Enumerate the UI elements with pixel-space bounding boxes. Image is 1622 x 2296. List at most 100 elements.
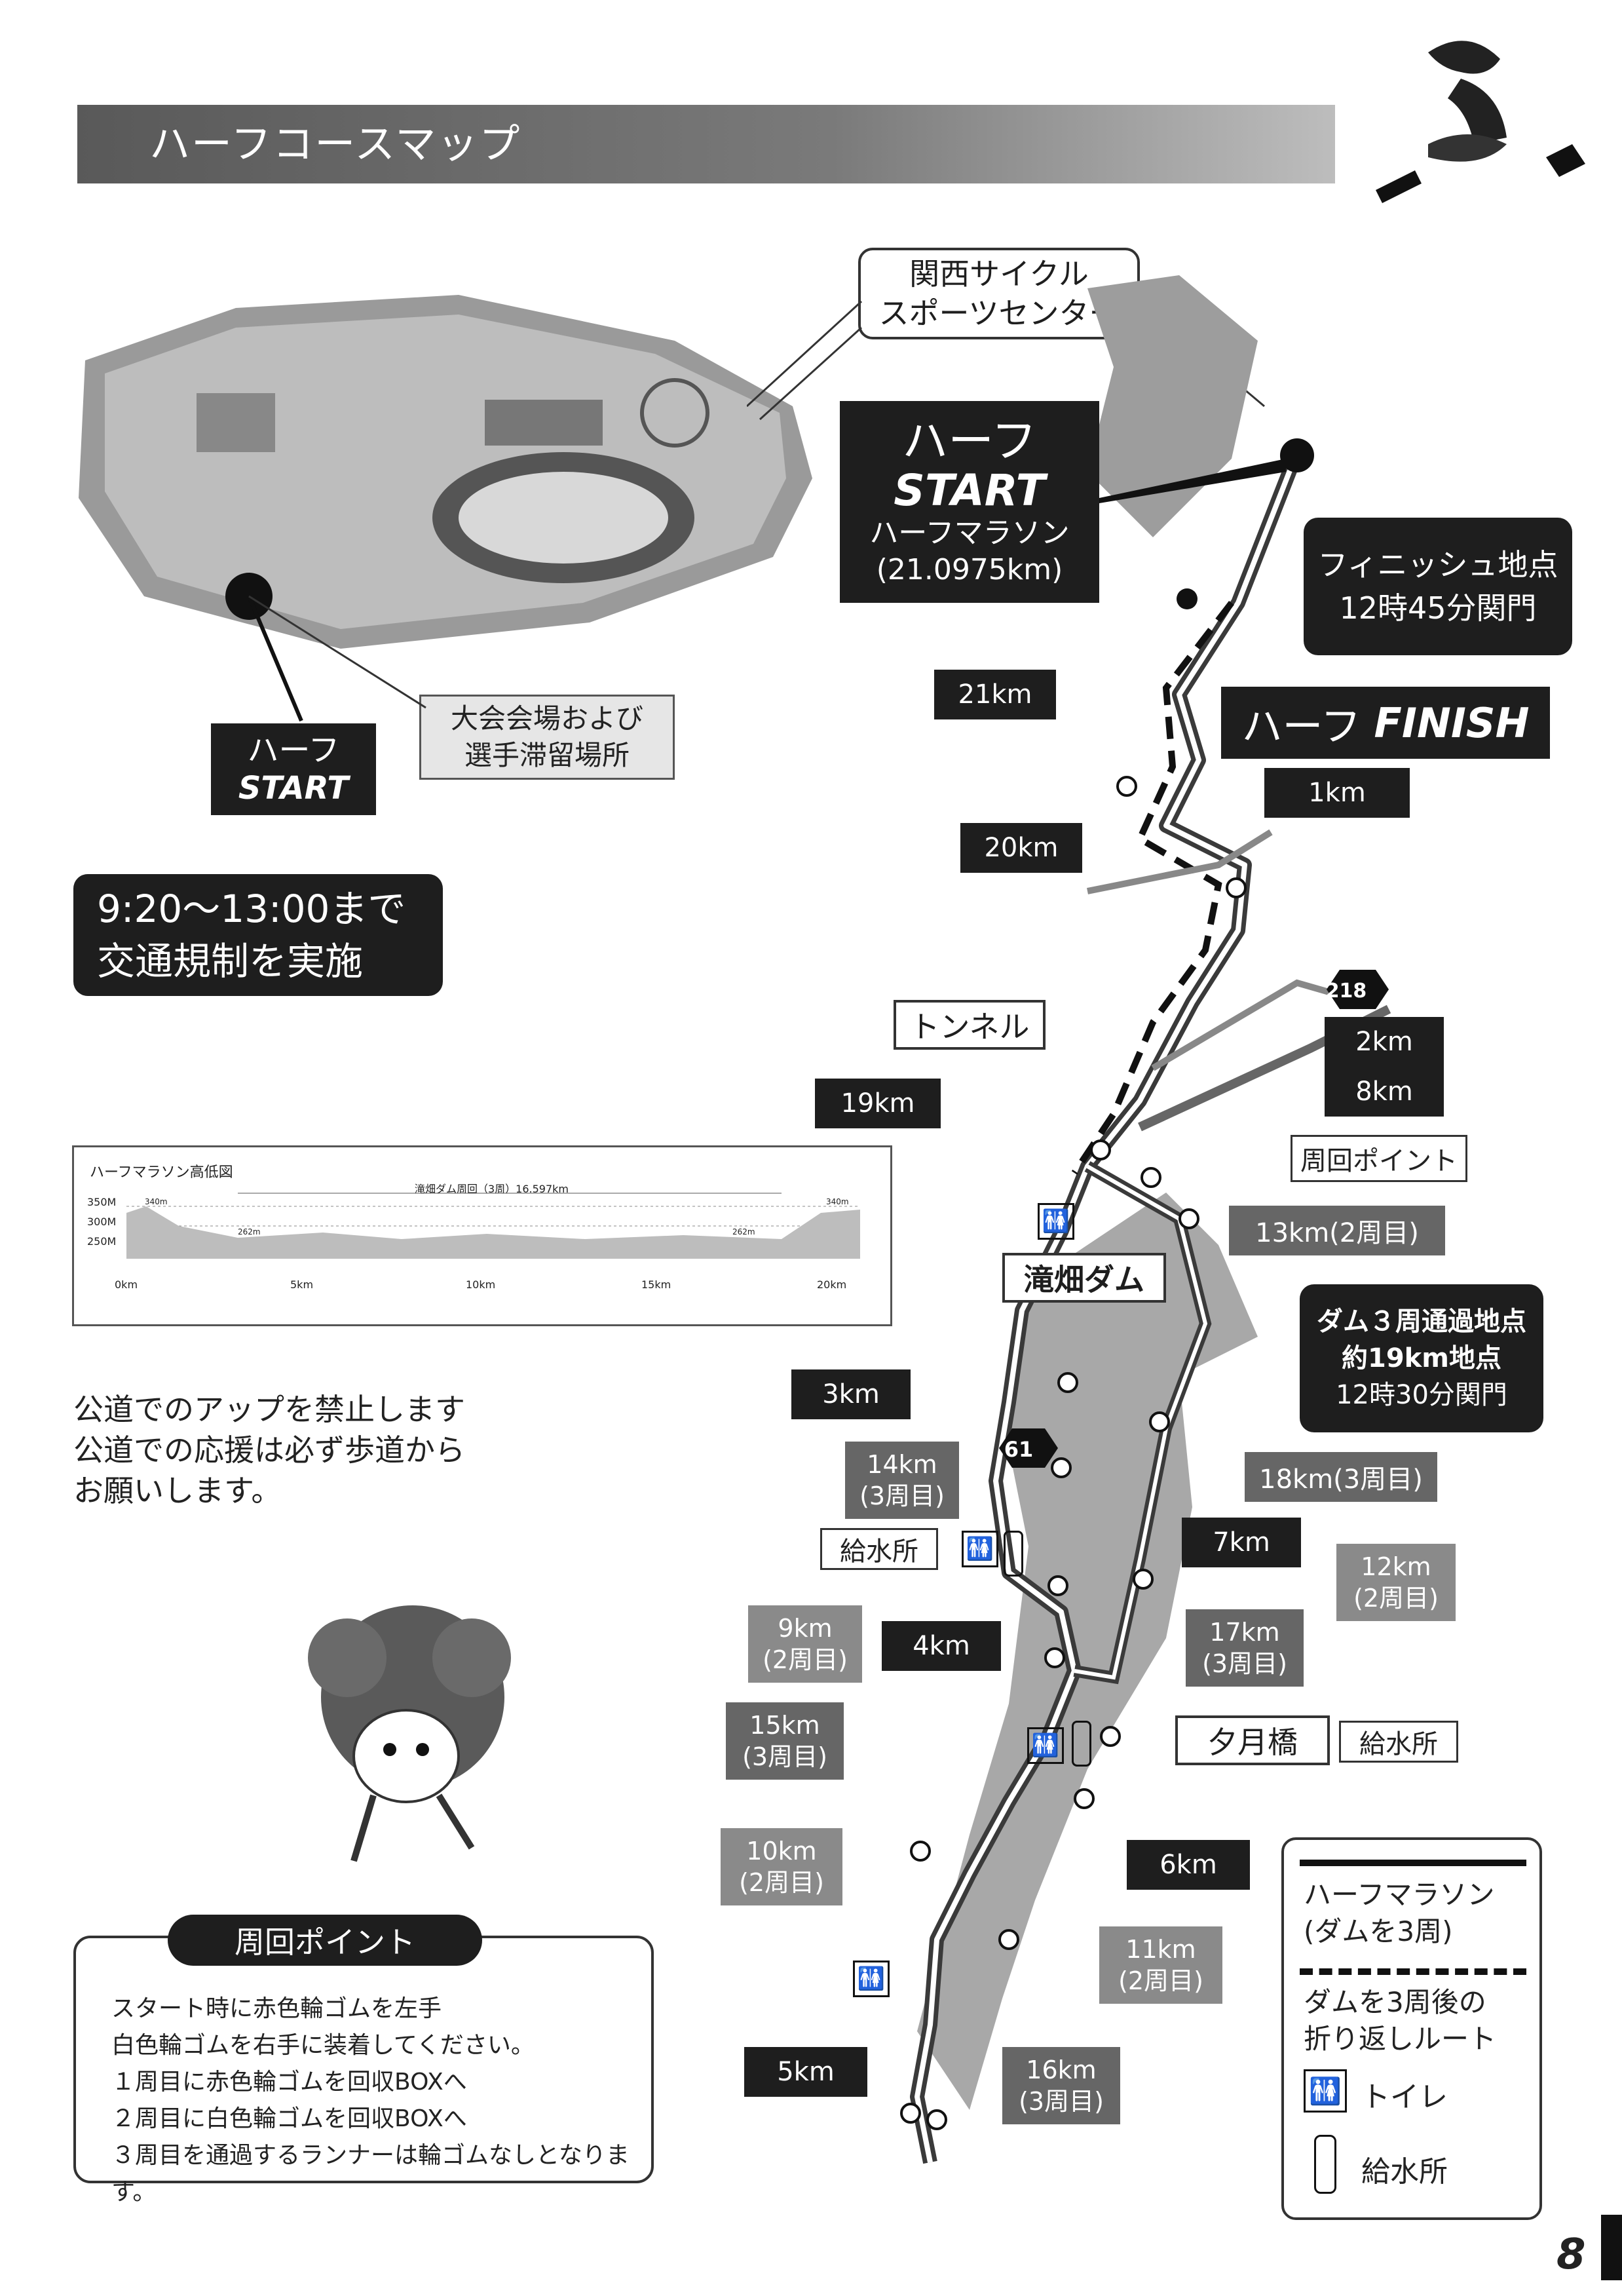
half-start-pointer <box>1099 459 1286 503</box>
legend-solid-label: ハーフマラソン (ダムを3周) <box>1304 1877 1494 1950</box>
toilet-icon: 🚻 <box>1038 1203 1074 1240</box>
elevation-y-250: 250M <box>87 1235 117 1248</box>
course-map <box>900 275 1391 2164</box>
legend-dash-label-line1: ダムを3周後の <box>1304 1986 1486 2018</box>
venue-aerial-map <box>79 295 812 649</box>
km-marker-15: 15km (3周目) <box>726 1702 844 1780</box>
route-218-badge: 218 <box>1325 978 1367 1004</box>
half-start-distance: (21.0975km) <box>876 553 1063 586</box>
lap-point-panel-body: スタート時に赤色輪ゴムを左手 白色輪ゴムを右手に装着してください。 １周目に赤色… <box>111 1991 651 2211</box>
lap-point-panel-title: 周回ポイント <box>168 1915 482 1966</box>
km-marker-12-text: 12km <box>1361 1552 1431 1581</box>
water-bottle-icon <box>1072 1721 1091 1767</box>
bridge-label: 夕月橋 <box>1175 1715 1330 1765</box>
lap-point-instruction-3: １周目に赤色輪ゴムを回収BOXへ <box>111 2069 467 2095</box>
route-61-label: 61 <box>1004 1437 1034 1462</box>
dam-checkpoint-box: ダム３周通過地点 約19km地点 12時30分関門 <box>1300 1284 1543 1432</box>
km-marker-21: 21km <box>934 670 1056 719</box>
venue-start-line1: ハーフ <box>247 732 340 769</box>
lap-point-instruction-1: スタート時に赤色輪ゴムを左手 <box>111 1995 442 2022</box>
km-marker-18: 18km(3周目) <box>1245 1452 1437 1502</box>
lap-point-panel-title-text: 周回ポイント <box>235 1924 415 1960</box>
km-marker-10: 10km (2周目) <box>721 1828 842 1905</box>
elevation-graph <box>126 1193 860 1259</box>
elevation-span-label: 滝畑ダム周回（3周）16.597km <box>415 1183 569 1195</box>
dam-checkpoint-line2: 約19km地点 <box>1342 1343 1501 1373</box>
venue-label-line2: 選手滞留場所 <box>464 739 630 771</box>
route-61-badge: 61 <box>999 1436 1038 1463</box>
km-marker-6-text: 6km <box>1160 1850 1217 1880</box>
venue-callout: 関西サイクル スポーツセンター <box>858 248 1140 339</box>
public-road-notice: 公道でのアップを禁止します 公道での応援は必ず歩道から お願いします。 <box>73 1389 465 1511</box>
km-marker-5: 5km <box>744 2047 867 2097</box>
runner-mascot-icon <box>1376 41 1585 203</box>
route-218-label: 218 <box>1325 979 1367 1003</box>
half-start-subtitle: START <box>894 465 1046 516</box>
toilet-icon: 🚻 <box>1027 1727 1064 1764</box>
legend-solid-line <box>1300 1860 1526 1866</box>
km-marker-13: 13km(2周目) <box>1229 1206 1445 1255</box>
km-marker-15-text: 15km <box>749 1711 820 1740</box>
water-station-label-1: 給水所 <box>820 1528 938 1570</box>
toilet-icon: 🚻 <box>853 1961 890 1997</box>
page-number: 8 <box>1556 2230 1586 2279</box>
elevation-ann-start: 340m <box>145 1197 168 1206</box>
km-marker-16-text: 16km <box>1026 2056 1097 2084</box>
km-marker-2-text: 2km <box>1355 1027 1413 1057</box>
elevation-ann-low1: 262m <box>238 1227 261 1236</box>
km-marker-12-lap: (2周目) <box>1353 1584 1439 1613</box>
km-marker-16: 16km (3周目) <box>1002 2047 1120 2124</box>
water-station-text-1: 給水所 <box>840 1537 918 1567</box>
legend-toilet-label: トイレ <box>1361 2080 1448 2114</box>
lap-point-instruction-2: 白色輪ゴムを右手に装着してください。 <box>111 2032 535 2059</box>
tunnel-label: トンネル <box>894 1000 1046 1050</box>
elevation-x-0km: 0km <box>115 1278 138 1291</box>
km-marker-4: 4km <box>882 1621 1001 1671</box>
km-marker-1-text: 1km <box>1308 778 1366 808</box>
km-marker-20-text: 20km <box>984 833 1059 863</box>
water-bottle-icon <box>1004 1531 1023 1577</box>
km-marker-6: 6km <box>1127 1840 1250 1890</box>
traffic-notice-line2: 交通規制を実施 <box>97 939 364 984</box>
public-road-notice-line1: 公道でのアップを禁止します <box>73 1392 465 1427</box>
elevation-x-5km: 5km <box>290 1278 314 1291</box>
lap-point-panel: 周回ポイント スタート時に赤色輪ゴムを左手 白色輪ゴムを右手に装着してください。… <box>73 1915 654 2206</box>
legend-water-icon <box>1314 2135 1336 2194</box>
venue-callout-line1: 関西サイクル <box>909 256 1089 292</box>
km-marker-9-lap: (2周目) <box>763 1645 848 1674</box>
public-road-notice-line3: お願いします。 <box>73 1473 282 1508</box>
km-marker-12: 12km (2周目) <box>1336 1544 1456 1621</box>
lap-point-label: 周回ポイント <box>1291 1135 1467 1182</box>
km-marker-3-text: 3km <box>822 1379 880 1409</box>
water-station-label-2: 給水所 <box>1339 1721 1458 1763</box>
km-marker-4-text: 4km <box>913 1631 970 1661</box>
km-marker-11-text: 11km <box>1125 1935 1196 1964</box>
km-marker-9: 9km (2周目) <box>748 1605 862 1683</box>
km-marker-14-lap: (3周目) <box>859 1482 945 1510</box>
elevation-x-20km: 20km <box>817 1278 847 1291</box>
legend-toilet-icon: 🚻 <box>1304 2069 1347 2113</box>
dam-checkpoint-cutoff: 12時30分関門 <box>1336 1380 1507 1410</box>
elevation-profile: ハーフマラソン高低図 滝畑ダム周回（3周）16.597km 350M 300M … <box>72 1145 892 1326</box>
km-marker-14-text: 14km <box>867 1450 937 1479</box>
dam-label: 滝畑ダム <box>1002 1253 1166 1303</box>
dam-text: 滝畑ダム <box>1024 1262 1144 1297</box>
km-marker-10-text: 10km <box>746 1837 817 1866</box>
lap-point-instruction-5: ３周目を通過するランナーは輪ゴムなしとなります。 <box>111 2142 630 2206</box>
km-marker-8: 8km <box>1325 1067 1444 1117</box>
page-number-tab <box>1601 2215 1622 2280</box>
legend-solid-label-line2: (ダムを3周) <box>1304 1915 1453 1947</box>
venue-start-marker: ハーフ START <box>211 723 376 815</box>
elevation-x-15km: 15km <box>641 1278 671 1291</box>
water-station-text-2: 給水所 <box>1359 1729 1438 1759</box>
elevation-ann-low2: 262m <box>732 1227 755 1236</box>
page-title: ハーフコースマップ <box>149 120 521 168</box>
elevation-y-350: 350M <box>87 1196 117 1208</box>
elevation-x-10km: 10km <box>466 1278 496 1291</box>
traffic-notice: 9:20〜13:00まで 交通規制を実施 <box>73 874 443 996</box>
km-marker-11-lap: (2周目) <box>1118 1966 1203 1995</box>
km-marker-9-text: 9km <box>778 1614 833 1643</box>
traffic-notice-line1: 9:20〜13:00まで <box>97 887 406 931</box>
km-marker-14: 14km (3周目) <box>845 1442 959 1519</box>
legend-solid-label-line1: ハーフマラソン <box>1304 1879 1495 1911</box>
